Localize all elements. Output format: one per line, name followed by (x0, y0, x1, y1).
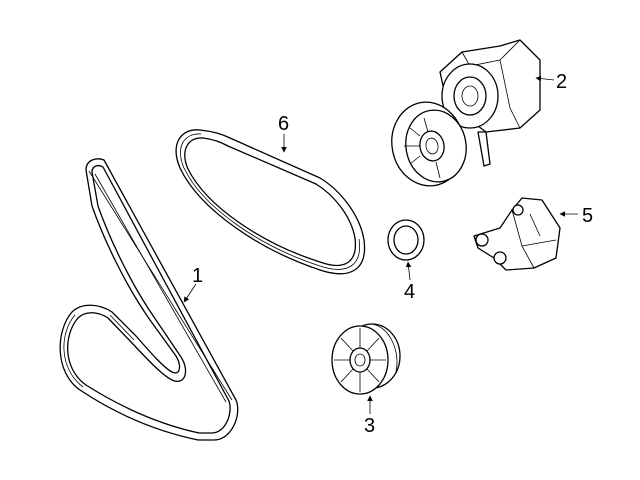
callout-4-leader (405, 261, 412, 281)
pulley-seal-ring (387, 219, 425, 261)
callout-3: 3 (364, 415, 375, 437)
serpentine-belt-large (59, 158, 239, 441)
belt-tensioner-assembly (391, 39, 541, 187)
callout-1-leader (183, 283, 197, 303)
idler-pulley-spoked (331, 323, 401, 395)
callout-2-leader (535, 75, 555, 82)
callout-5: 5 (582, 205, 593, 227)
callout-1: 1 (192, 265, 203, 287)
mounting-bracket (473, 197, 561, 271)
serpentine-belt-small (175, 129, 366, 275)
callout-6: 6 (278, 113, 289, 135)
callout-2: 2 (556, 71, 567, 93)
callout-4: 4 (404, 281, 415, 303)
